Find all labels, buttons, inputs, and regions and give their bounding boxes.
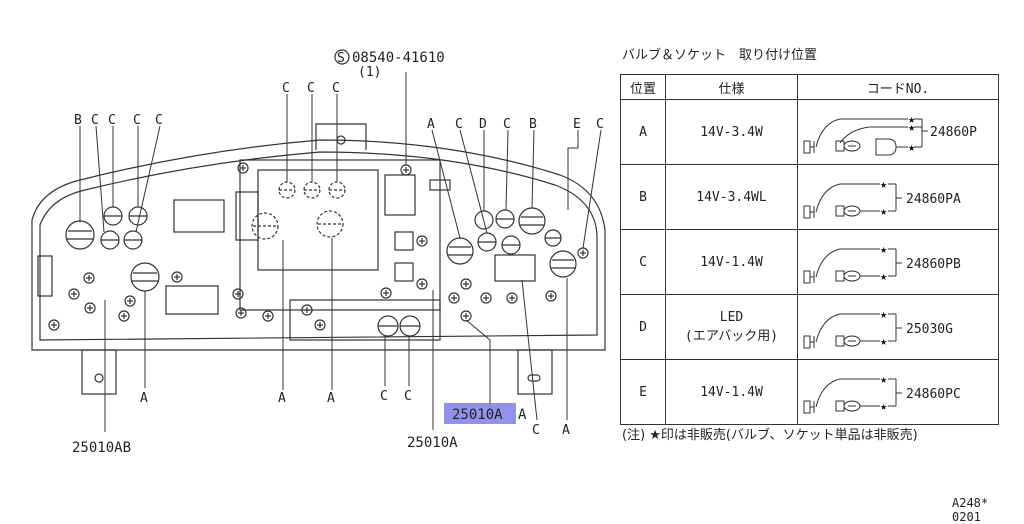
- cell-position: D: [620, 294, 666, 360]
- label-bottom: A: [562, 423, 570, 438]
- cell-spec-text: 14V-1.4W: [700, 384, 763, 400]
- diagram-labels: S 08540-41610 (1) B C C C C C C C A C D …: [72, 49, 604, 456]
- header-position: 位置: [620, 74, 666, 100]
- legend-header-row: 位置 仕様 コードNO.: [620, 74, 999, 100]
- reference-code: A248* 0201: [952, 496, 989, 524]
- label-bottom: C: [404, 389, 412, 404]
- top-part-qty: (1): [358, 65, 381, 80]
- cell-position: C: [620, 229, 666, 295]
- legend-note: (注) ★印は非販売(バルブ、ソケット単品は非販売): [622, 428, 918, 443]
- cell-code: ★ ★ 24860PB: [797, 229, 999, 295]
- svg-text:★: ★: [908, 112, 915, 126]
- svg-text:★: ★: [880, 372, 887, 386]
- instrument-cluster-diagram: S 08540-41610 (1) B C C C C C C C A C D …: [31, 49, 606, 456]
- cell-position: A: [620, 99, 666, 165]
- cell-code: ★ ★ 24860PA: [797, 164, 999, 230]
- header-code: コードNO.: [797, 74, 999, 100]
- cell-code: ★ ★ ★ 24860P: [797, 99, 999, 165]
- top-part-number: 08540-41610: [352, 50, 445, 66]
- part-mid: 25010A: [407, 435, 458, 451]
- code-text: 24860PA: [906, 192, 961, 207]
- label-top-mid: C: [307, 81, 315, 96]
- svg-text:★: ★: [908, 120, 915, 134]
- label-bottom: A: [278, 391, 286, 406]
- part-highlight-suffix: A: [518, 407, 527, 423]
- table-row: D LED (エアバック用) ★ ★ 25030G: [620, 294, 999, 360]
- bulb-socket-icon: ★ ★ 24860PB: [803, 242, 961, 284]
- label-top-right: E: [573, 117, 581, 132]
- cell-code: ★ ★ 25030G: [797, 294, 999, 360]
- table-row: A 14V-3.4W ★ ★ ★ 24860P: [620, 99, 999, 165]
- table-row: C 14V-1.4W ★ ★ 24860PB: [620, 229, 999, 295]
- label-top-left: C: [133, 113, 141, 128]
- label-top-left: C: [108, 113, 116, 128]
- svg-text:★: ★: [908, 140, 915, 154]
- bottom-tab-right: [517, 349, 553, 395]
- header-spec: 仕様: [665, 74, 798, 100]
- label-bottom: A: [327, 391, 335, 406]
- label-top-right: B: [529, 117, 537, 132]
- cell-spec-text: 14V-3.4WL: [696, 189, 767, 205]
- label-top-left: B: [74, 113, 82, 128]
- code-text: 24860PB: [906, 257, 961, 272]
- cell-spec: 14V-1.4W: [665, 229, 798, 295]
- svg-text:★: ★: [880, 307, 887, 321]
- label-top-mid: C: [332, 81, 340, 96]
- code-text: 25030G: [906, 322, 953, 337]
- label-top-right: C: [455, 117, 463, 132]
- center-board: [239, 159, 441, 311]
- bulb-socket-icon: ★ ★ 24860PC: [803, 372, 961, 414]
- svg-text:★: ★: [880, 204, 887, 218]
- label-top-right: C: [596, 117, 604, 132]
- label-top-right: D: [479, 117, 487, 132]
- label-top-right: C: [503, 117, 511, 132]
- cell-spec-text: 14V-3.4W: [700, 124, 763, 140]
- cell-spec: 14V-1.4W: [665, 359, 798, 425]
- top-part-circle-letter: S: [337, 51, 345, 66]
- cell-spec: 14V-3.4W: [665, 99, 798, 165]
- label-bottom: A: [140, 391, 148, 406]
- cell-spec-text: LED: [719, 310, 744, 325]
- label-top-left: C: [155, 113, 163, 128]
- cell-position: B: [620, 164, 666, 230]
- part-left: 25010AB: [72, 440, 131, 456]
- cell-position: E: [620, 359, 666, 425]
- code-text: 24860P: [930, 125, 977, 140]
- cell-code: ★ ★ 24860PC: [797, 359, 999, 425]
- legend-title: バルブ＆ソケット 取り付け位置: [622, 48, 818, 63]
- table-row: E 14V-1.4W ★ ★ 24860PC: [620, 359, 999, 425]
- cluster-outline: [31, 139, 606, 351]
- legend-table: 位置 仕様 コードNO. A 14V-3.4W ★ ★ ★ 24860P B 1…: [620, 74, 999, 425]
- code-text: 24860PC: [906, 387, 961, 402]
- cell-spec: 14V-3.4WL: [665, 164, 798, 230]
- cell-spec: LED (エアバック用): [665, 294, 798, 360]
- cluster-inner-outline: [39, 151, 598, 341]
- cell-spec-text: 14V-1.4W: [700, 254, 763, 270]
- svg-text:★: ★: [880, 399, 887, 413]
- bulb-socket-icon: ★ ★ 25030G: [803, 307, 953, 349]
- highlight-box: [444, 403, 516, 424]
- label-top-right: A: [427, 117, 435, 132]
- screws: [48, 162, 589, 331]
- label-top-mid: C: [282, 81, 290, 96]
- svg-text:★: ★: [880, 269, 887, 283]
- table-row: B 14V-3.4WL ★ ★ 24860PA: [620, 164, 999, 230]
- label-top-left: C: [91, 113, 99, 128]
- svg-text:★: ★: [880, 177, 887, 191]
- bulb-socket-icon: ★ ★ 24860PA: [803, 177, 961, 219]
- bulb-socket-icon: ★ ★ ★ 24860P: [803, 112, 977, 156]
- leader-lines: [79, 72, 602, 432]
- label-bottom: C: [532, 423, 540, 438]
- part-highlight: 25010A: [452, 407, 503, 423]
- svg-text:★: ★: [880, 334, 887, 348]
- label-bottom: C: [380, 389, 388, 404]
- cell-spec-subtext: (エアバック用): [684, 329, 779, 344]
- bottom-tab-left: [81, 349, 117, 395]
- svg-text:★: ★: [880, 242, 887, 256]
